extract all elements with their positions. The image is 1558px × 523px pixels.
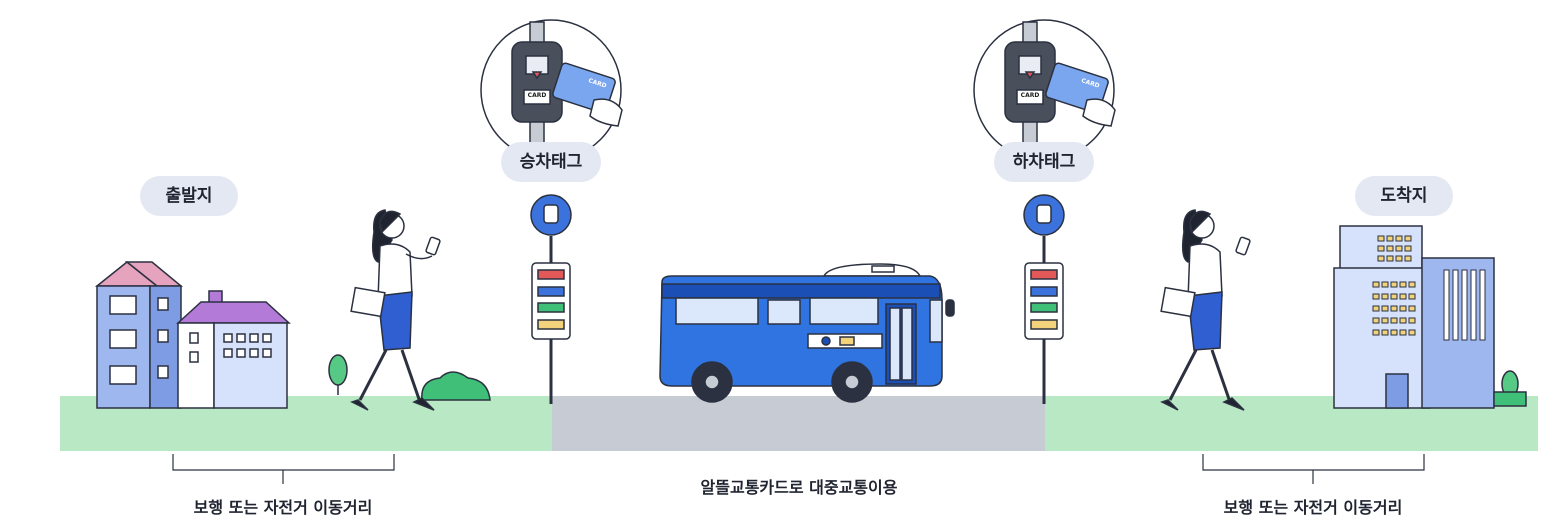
bush-icon — [421, 371, 491, 401]
alighting-tag-label: 하차태그 — [994, 142, 1094, 182]
arrival-label: 도착지 — [1355, 176, 1453, 216]
walk-bike-caption-left: 보행 또는 자전거 이동거리 — [193, 498, 373, 517]
boarding-tag-label: 승차태그 — [501, 142, 601, 182]
bus-icon — [659, 263, 955, 403]
card-slot-label: CARD — [1020, 92, 1040, 99]
person-icon — [350, 209, 441, 411]
road — [552, 396, 1045, 451]
distance-bracket-left — [172, 454, 395, 484]
tree-icon — [1493, 370, 1527, 407]
transit-caption: 알뜰교통카드로 대중교통이용 — [700, 478, 898, 497]
house-icon — [94, 261, 291, 409]
card-reader-icon — [973, 19, 1116, 161]
person-icon — [1160, 209, 1251, 411]
card-slot-label: CARD — [527, 92, 547, 99]
bus-stop-icon — [1023, 194, 1065, 404]
bus-stop-icon — [530, 194, 572, 404]
tree-icon — [328, 354, 348, 395]
card-reader-icon — [480, 19, 623, 161]
office-building-icon — [1333, 225, 1495, 409]
departure-label: 출발지 — [140, 176, 238, 216]
distance-bracket-right — [1202, 454, 1425, 484]
walk-bike-caption-right: 보행 또는 자전거 이동거리 — [1223, 498, 1403, 517]
